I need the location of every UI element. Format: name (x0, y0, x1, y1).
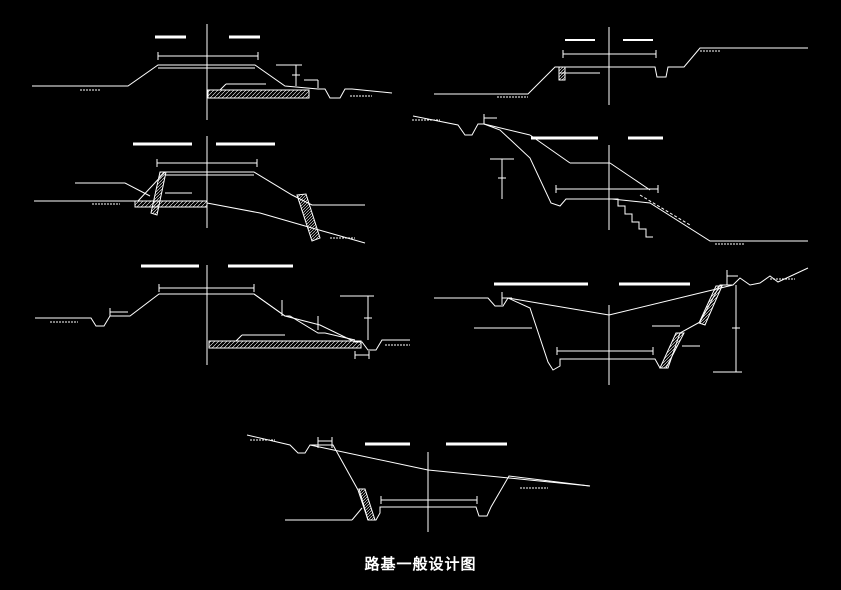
cross-section-5 (35, 265, 410, 365)
cross-section-1 (32, 24, 392, 120)
cross-section-3 (34, 136, 365, 243)
cross-section-2 (434, 27, 808, 105)
drawing-title: 路基一般设计图 (364, 555, 477, 573)
cross-section-4 (412, 114, 808, 244)
cross-section-7 (247, 435, 590, 532)
cross-section-6 (434, 268, 808, 385)
